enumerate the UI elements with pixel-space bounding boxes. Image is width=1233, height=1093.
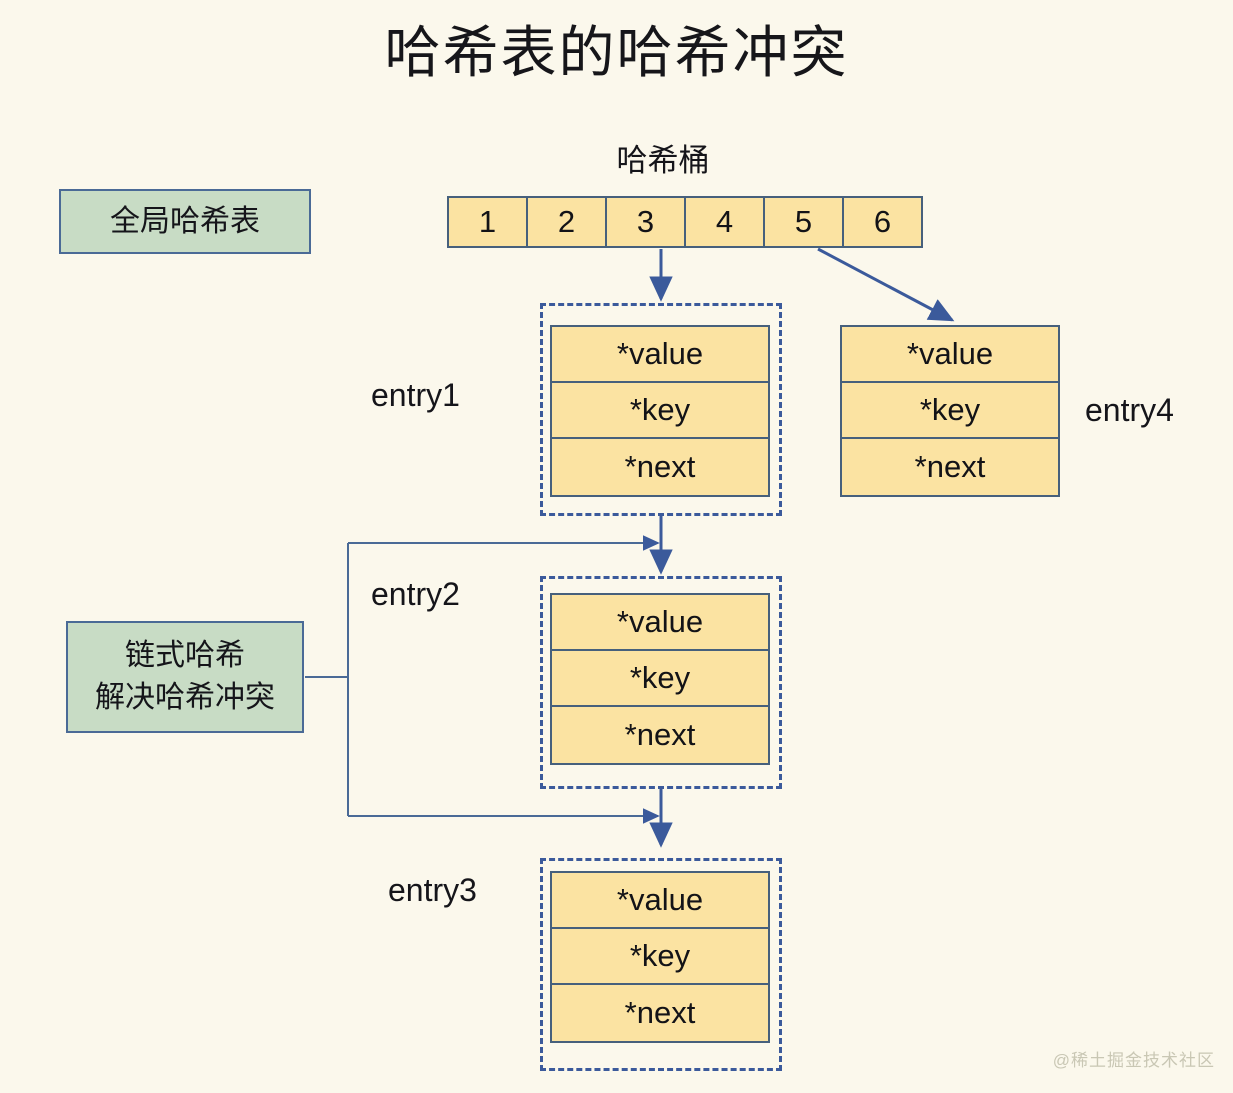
- group-box-global-hash-table[interactable]: 全局哈希表: [59, 189, 311, 254]
- entry2-field-key[interactable]: *key: [552, 651, 768, 707]
- entry4-field-value[interactable]: *value: [842, 327, 1058, 383]
- entry3-field-value[interactable]: *value: [552, 873, 768, 929]
- entry2-field-value[interactable]: *value: [552, 595, 768, 651]
- entry1-field-key[interactable]: *key: [552, 383, 768, 439]
- entry1-dashed-frame: [540, 303, 782, 516]
- bucket-cell-6[interactable]: 6: [842, 196, 923, 248]
- entry2-node[interactable]: *value *key *next: [550, 593, 770, 765]
- entry4-field-key[interactable]: *key: [842, 383, 1058, 439]
- watermark: @稀土掘金技术社区: [1052, 1051, 1215, 1070]
- entry4-node[interactable]: *value *key *next: [840, 325, 1060, 497]
- entry4-field-next[interactable]: *next: [842, 439, 1058, 495]
- entry1-field-next[interactable]: *next: [552, 439, 768, 495]
- entry1-node[interactable]: *value *key *next: [550, 325, 770, 497]
- entry2-dashed-frame: [540, 576, 782, 789]
- bucket-cell-1[interactable]: 1: [447, 196, 528, 248]
- group-box-global-hash-table-label: 全局哈希表: [110, 204, 260, 238]
- group-box-chained-hash-line2: 解决哈希冲突: [95, 681, 275, 714]
- entry2-label: entry2: [371, 576, 460, 612]
- entry1-field-value[interactable]: *value: [552, 327, 768, 383]
- entry3-dashed-frame: [540, 858, 782, 1071]
- entry3-field-next[interactable]: *next: [552, 985, 768, 1041]
- hash-bucket-array[interactable]: 1 2 3 4 5 6: [447, 196, 923, 248]
- group-box-chained-hash[interactable]: 链式哈希 解决哈希冲突: [66, 621, 304, 733]
- entry3-node[interactable]: *value *key *next: [550, 871, 770, 1043]
- entry3-field-key[interactable]: *key: [552, 929, 768, 985]
- bucket-cell-4[interactable]: 4: [684, 196, 765, 248]
- entry4-label: entry4: [1085, 392, 1174, 428]
- group-box-chained-hash-line1: 链式哈希: [125, 639, 245, 672]
- entry1-label: entry1: [371, 377, 460, 413]
- bucket-cell-5[interactable]: 5: [763, 196, 844, 248]
- hash-bucket-title: 哈希桶: [616, 143, 710, 178]
- entry3-label: entry3: [388, 872, 477, 908]
- page-title: 哈希表的哈希冲突: [384, 21, 849, 84]
- entry2-field-next[interactable]: *next: [552, 707, 768, 763]
- bucket-cell-2[interactable]: 2: [526, 196, 607, 248]
- arrow-bucket5-to-entry4: [817, 247, 955, 322]
- bucket-cell-3[interactable]: 3: [605, 196, 686, 248]
